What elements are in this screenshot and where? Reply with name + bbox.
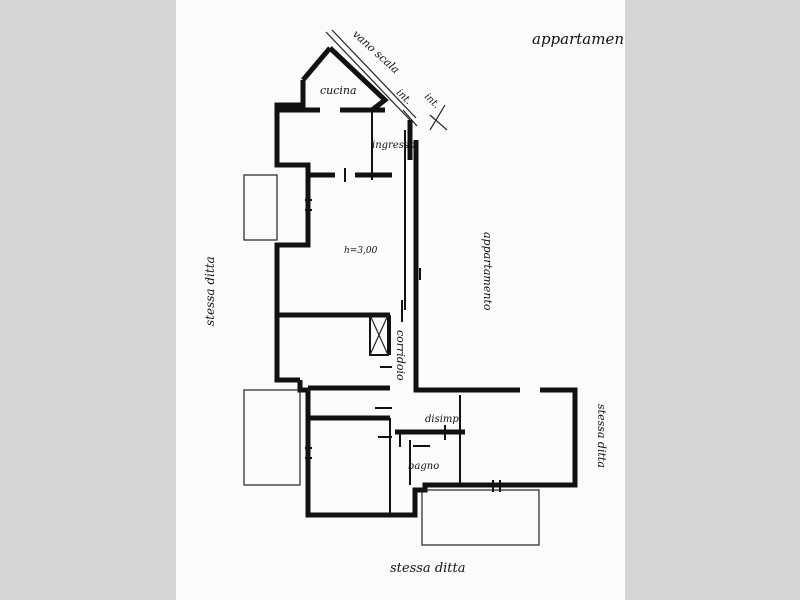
door-openings <box>305 168 501 492</box>
floor-plan-sheet: appartamento vano scala int. int. cucina… <box>176 0 625 600</box>
stairwell-walls <box>301 29 417 121</box>
ceiling-height-label: h=3,00 <box>344 246 378 256</box>
entrance-label: ingresso <box>372 140 415 151</box>
int-label-1: int. <box>394 87 414 107</box>
terraces <box>243 174 540 546</box>
floor-plan-drawing: appartamento vano scala int. int. cucina… <box>203 28 625 576</box>
int-label-2: int. <box>422 91 442 111</box>
right-apartment-label: appartamento <box>481 232 494 311</box>
interior-walls <box>277 107 465 515</box>
bottom-neighbor-label: stessa ditta <box>390 561 466 576</box>
top-right-apartment-label: appartamento <box>532 30 625 48</box>
entry-arrows <box>402 104 448 131</box>
right-neighbor-label: stessa ditta <box>595 404 608 468</box>
lobby-label: disimp. <box>425 414 462 425</box>
exterior-walls <box>274 46 578 518</box>
utility-shaft <box>369 314 389 356</box>
left-neighbor-label: stessa ditta <box>203 256 217 326</box>
stairwell-label: vano scala <box>350 28 402 77</box>
bathroom-label: bagno <box>408 461 439 472</box>
kitchen-label: cucina <box>320 84 357 97</box>
corridor-label: corridoio <box>394 330 407 381</box>
